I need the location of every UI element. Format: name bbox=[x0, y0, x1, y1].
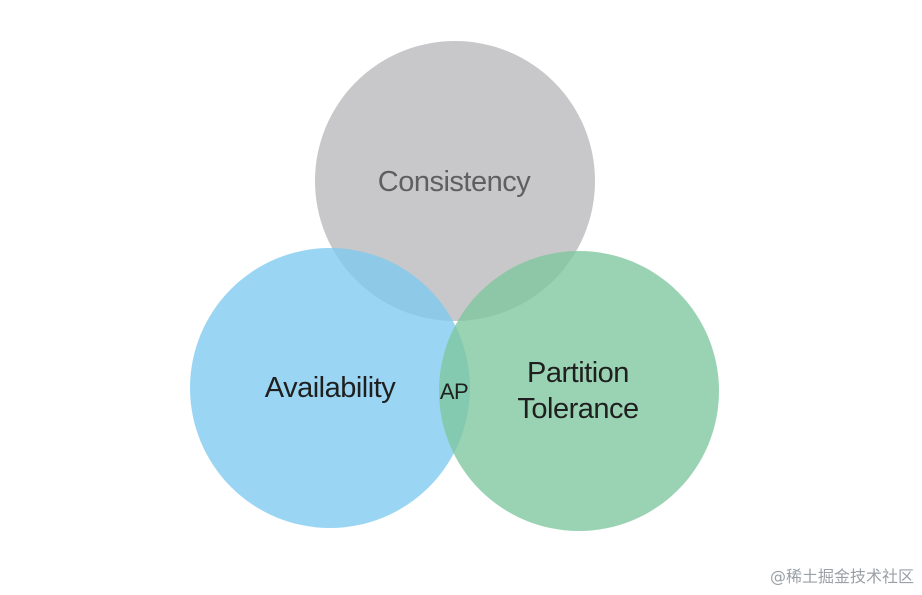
partition-tolerance-circle bbox=[439, 251, 719, 531]
partition-label-line2: Tolerance bbox=[517, 393, 638, 425]
ap-intersection-label: AP bbox=[440, 379, 468, 404]
partition-label-line1: Partition bbox=[527, 357, 629, 389]
availability-label: Availability bbox=[265, 372, 396, 404]
availability-circle bbox=[190, 248, 470, 528]
consistency-circle bbox=[315, 41, 595, 321]
consistency-label: Consistency bbox=[378, 166, 531, 198]
watermark: @稀土掘金技术社区 bbox=[769, 567, 914, 586]
